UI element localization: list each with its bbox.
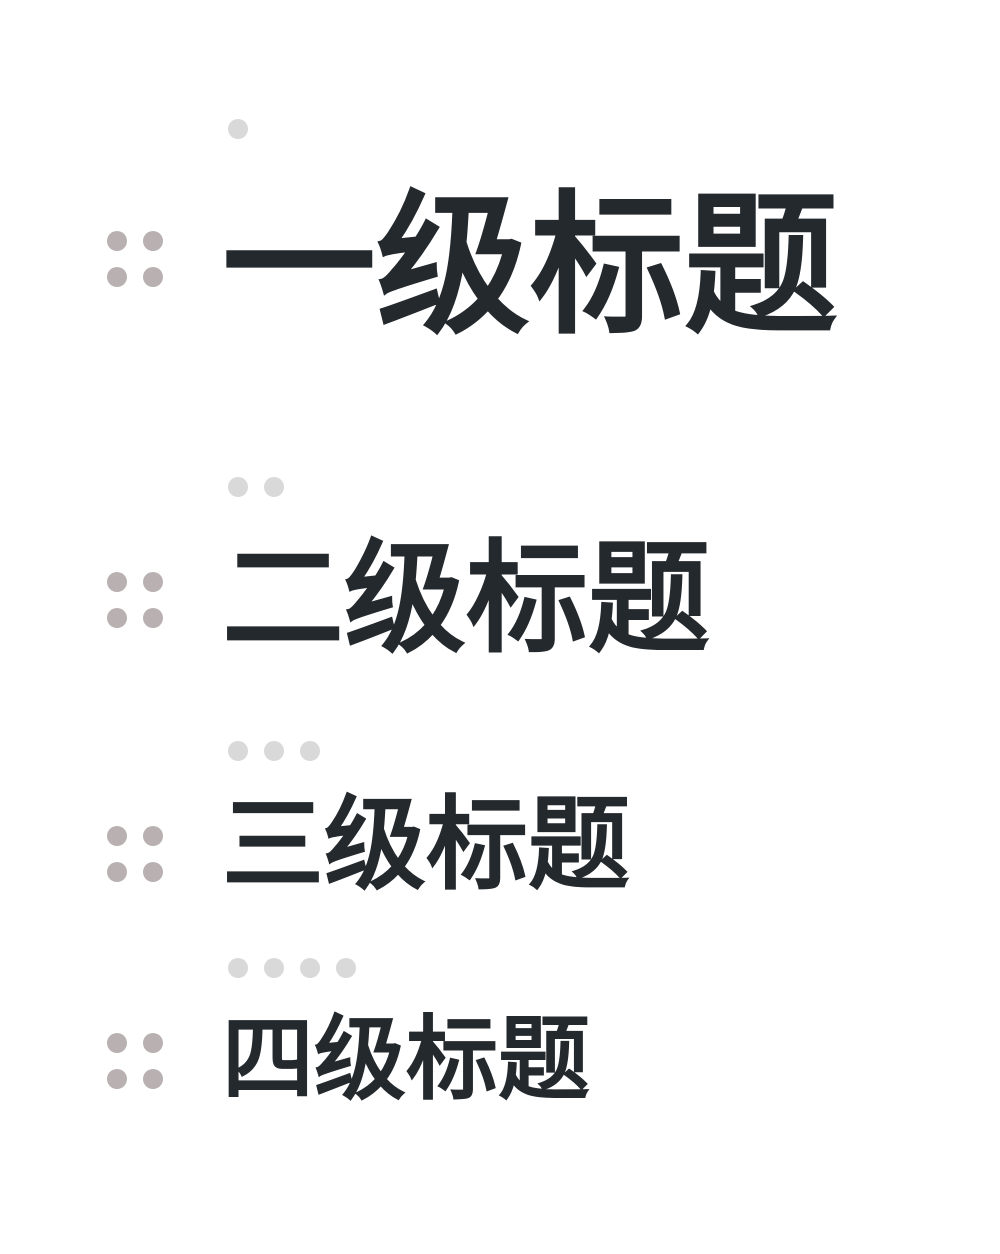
level-dot [300, 958, 320, 978]
handle-dot [143, 1033, 163, 1053]
level-dot [264, 741, 284, 761]
handle-dot [143, 826, 163, 846]
level-dot [228, 958, 248, 978]
handle-dot [107, 267, 127, 287]
drag-handle-icon[interactable] [107, 826, 163, 882]
handle-dot [107, 572, 127, 592]
handle-dot [143, 862, 163, 882]
handle-dot [107, 231, 127, 251]
level-indicator-3 [228, 741, 320, 761]
level-dot [228, 119, 248, 139]
handle-dot [107, 1069, 127, 1089]
handle-dot [143, 267, 163, 287]
level-dot [264, 477, 284, 497]
level-dot [264, 958, 284, 978]
level-dot [228, 477, 248, 497]
handle-dot [107, 1033, 127, 1053]
level-dot [300, 741, 320, 761]
drag-handle-icon[interactable] [107, 231, 163, 287]
handle-dot [143, 1069, 163, 1089]
level-indicator-4 [228, 958, 356, 978]
level-indicator-2 [228, 477, 284, 497]
drag-handle-icon[interactable] [107, 572, 163, 628]
handle-dot [143, 572, 163, 592]
heading-1[interactable]: 一级标题 [222, 177, 839, 356]
heading-3[interactable]: 三级标题 [222, 786, 630, 905]
handle-dot [107, 826, 127, 846]
level-dot [336, 958, 356, 978]
handle-dot [143, 231, 163, 251]
handle-dot [107, 608, 127, 628]
handle-dot [107, 862, 127, 882]
heading-2[interactable]: 二级标题 [222, 528, 710, 670]
drag-handle-icon[interactable] [107, 1033, 163, 1089]
handle-dot [143, 608, 163, 628]
level-indicator-1 [228, 119, 248, 139]
level-dot [228, 741, 248, 761]
heading-4[interactable]: 四级标题 [222, 1006, 591, 1113]
